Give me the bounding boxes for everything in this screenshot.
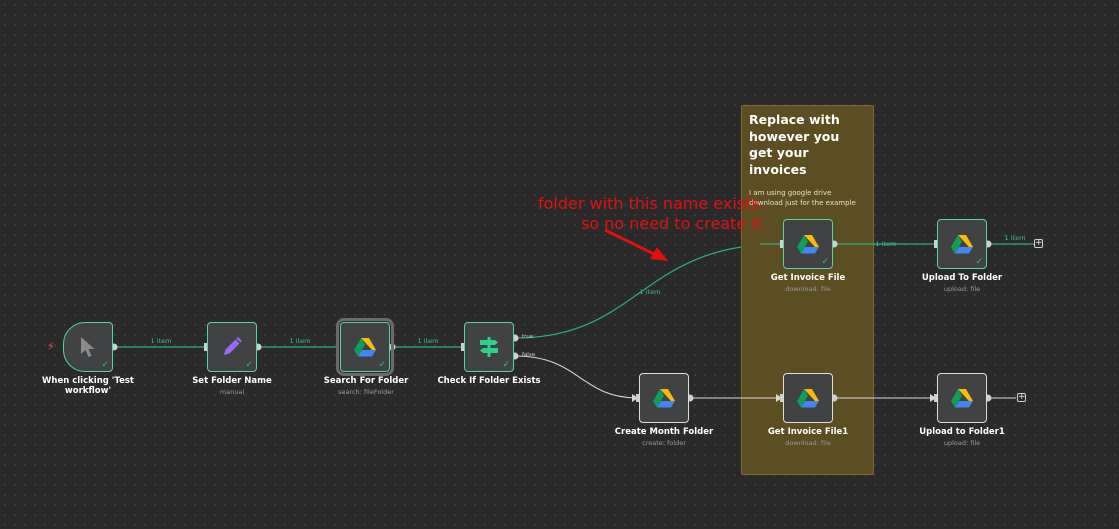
success-check-icon: ✓	[101, 360, 109, 370]
node-trigger[interactable]: ✓	[63, 322, 113, 372]
annotation-line1: folder with this name exists	[538, 194, 760, 213]
node-create-month-folder[interactable]	[639, 373, 689, 423]
node-get-invoice-file-label: Get Invoice File	[770, 273, 846, 283]
node-search-for-folder[interactable]: ✓	[336, 318, 394, 376]
sticky-note[interactable]: Replace with however you get your invoic…	[741, 105, 874, 475]
cursor-icon	[81, 337, 95, 357]
success-check-icon: ✓	[975, 257, 983, 267]
annotation-line2: so no need to create it	[581, 214, 763, 233]
node-get-invoice-file1-label: Get Invoice File1	[767, 427, 849, 437]
node-search-for-folder-sub: search: fileFolder	[338, 388, 394, 396]
node-upload-to-folder1[interactable]	[937, 373, 987, 423]
add-node-button[interactable]: +	[1034, 238, 1043, 248]
lightning-icon: ⚡	[47, 340, 55, 353]
pencil-icon	[224, 337, 242, 355]
google-drive-icon	[354, 338, 376, 357]
node-trigger-label: When clicking 'Test workflow'	[42, 376, 134, 396]
edge-count: 1 item	[289, 337, 311, 345]
edge-count: 1 item	[1004, 234, 1026, 242]
node-check-if-folder-exists[interactable]: ✓	[464, 322, 514, 372]
node-upload-to-folder-sub: upload: file	[943, 285, 981, 293]
node-set-folder-name-label: Set Folder Name	[192, 376, 272, 386]
sticky-body: I am using google drive download just fo…	[749, 189, 856, 207]
node-get-invoice-file-sub: download: file	[785, 285, 831, 293]
edge-count: 1 item	[150, 337, 172, 345]
node-search-for-folder-label: Search For Folder	[323, 376, 409, 386]
google-drive-icon	[951, 389, 973, 408]
google-drive-icon	[797, 235, 819, 254]
success-check-icon: ✓	[502, 360, 510, 370]
google-drive-icon	[653, 389, 675, 408]
node-create-month-folder-sub: create: folder	[642, 439, 686, 447]
node-check-if-folder-exists-label: Check If Folder Exists	[437, 376, 541, 386]
node-set-folder-name[interactable]: ✓	[207, 322, 257, 372]
edge-count: 1 item	[417, 337, 439, 345]
node-upload-to-folder1-sub: upload: file	[943, 439, 981, 447]
node-upload-to-folder[interactable]: ✓	[937, 219, 987, 269]
node-create-month-folder-label: Create Month Folder	[614, 427, 714, 437]
node-get-invoice-file[interactable]: ✓	[783, 219, 833, 269]
google-drive-icon	[797, 389, 819, 408]
sticky-title: Replace with however you get your invoic…	[749, 112, 840, 177]
node-get-invoice-file1[interactable]	[783, 373, 833, 423]
success-check-icon: ✓	[245, 360, 253, 370]
google-drive-icon	[951, 235, 973, 254]
success-check-icon: ✓	[821, 257, 829, 267]
signpost-icon	[480, 337, 498, 357]
node-set-folder-name-sub: manual	[219, 388, 245, 396]
success-check-icon: ✓	[378, 360, 386, 370]
add-node-button[interactable]: +	[1017, 392, 1026, 402]
edge-count: 1 item	[639, 288, 661, 296]
edge-count: 1 item	[875, 240, 897, 248]
node-get-invoice-file1-sub: download: file	[785, 439, 831, 447]
node-upload-to-folder1-label: Upload to Folder1	[919, 427, 1005, 437]
node-upload-to-folder-label: Upload To Folder	[921, 273, 1003, 283]
port-label-true: true	[522, 334, 534, 340]
port-label-false: false	[522, 352, 536, 358]
annotation-arrow	[604, 228, 661, 259]
